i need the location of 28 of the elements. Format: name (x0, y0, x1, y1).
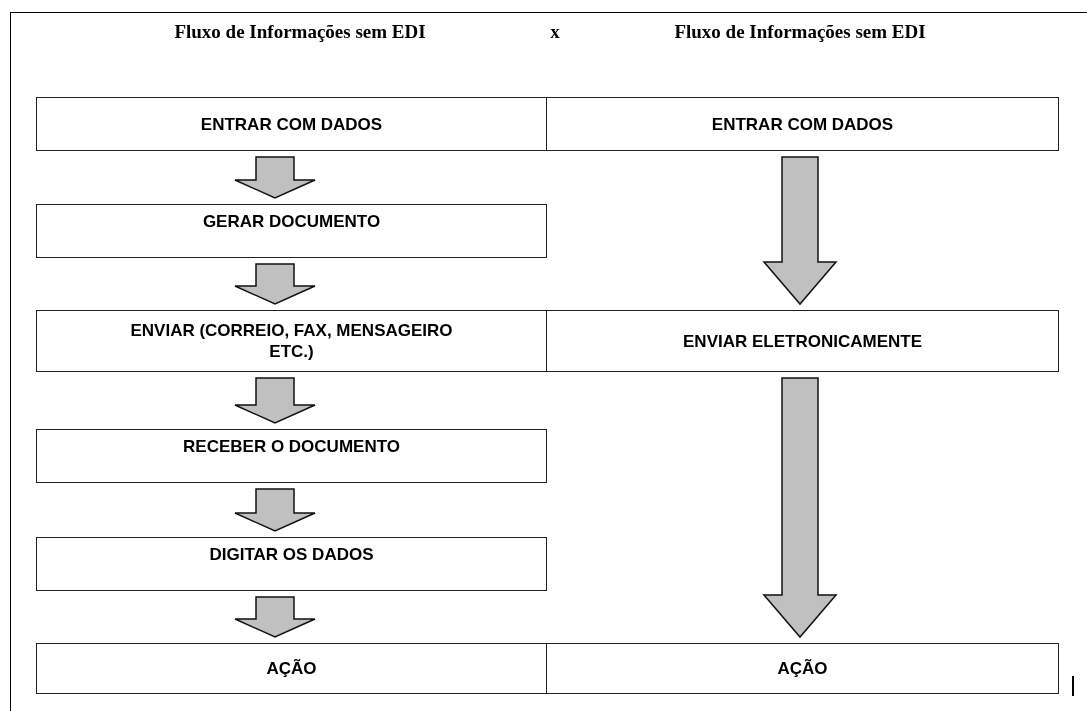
process-box (546, 310, 1059, 372)
process-box (36, 643, 547, 694)
process-box (546, 643, 1059, 694)
block-arrow (234, 596, 316, 638)
box-text: DIGITAR OS DADOS (209, 544, 374, 565)
block-arrow (234, 377, 316, 424)
block-arrow (234, 488, 316, 532)
box-text: ENTRAR COM DADOS (711, 113, 894, 135)
heading-text: Fluxo de Informações sem EDI (173, 20, 427, 44)
box-text: RECEBER O DOCUMENTO (183, 436, 400, 457)
box-text: AÇÃO (266, 658, 317, 679)
block-arrow (762, 377, 838, 639)
process-box (36, 429, 547, 483)
block-arrow (762, 156, 838, 306)
box-text: AÇÃO (777, 658, 828, 679)
block-arrow (234, 263, 316, 305)
box-text: GERAR DOCUMENTO (202, 211, 381, 232)
box-text: ENTRAR COM DADOS (200, 113, 383, 135)
process-box (36, 537, 547, 591)
process-box (546, 97, 1059, 151)
box-text: ENVIAR ELETRONICAMENTE (683, 330, 922, 352)
box-text: ENVIAR (CORREIO, FAX, MENSAGEIRO ETC.) (129, 320, 454, 362)
heading-text: x (549, 20, 561, 44)
heading-text: Fluxo de Informações sem EDI (673, 20, 927, 44)
block-arrow (234, 156, 316, 199)
process-box (36, 310, 547, 372)
process-box (36, 204, 547, 258)
process-box (36, 97, 547, 151)
